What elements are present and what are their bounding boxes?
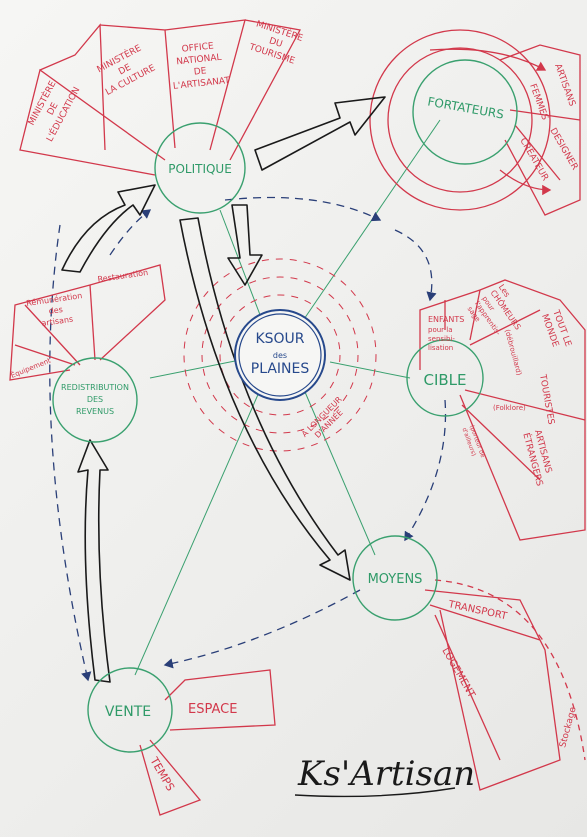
moyens-segment-stockage: Stockage (558, 706, 579, 749)
center-circle (234, 309, 326, 401)
cible-segment-folklore: (Folklore) (493, 404, 526, 412)
politique-label: POLITIQUE (168, 162, 232, 176)
cible-segment-porteurs: (porteur de d'ailleurs) (460, 424, 486, 459)
cible-segment-tout-le-monde: TOUT LE MONDE (539, 308, 573, 349)
segment-line: ENFANTS (428, 315, 464, 324)
segment-line: L'ARTISANAT (173, 76, 231, 92)
fortateurs-segment-artisans: ARTISANS (552, 63, 577, 108)
vente-segment-espace: ESPACE (188, 702, 237, 717)
segment-line: DU (268, 36, 284, 50)
redistribution-circle (52, 357, 138, 443)
center-title-line3: PLAINES (251, 361, 310, 377)
cible-segment-chomeurs: Les CHÔMEURS pour l'apprentis- sage (466, 283, 525, 337)
dashed-flow-arrows (49, 196, 447, 682)
signature-logo: Ks'Artisan (297, 754, 475, 794)
fortateurs-loop-arrow-bottom (499, 169, 552, 196)
center-title-line2: des (273, 351, 287, 360)
vente-fan (139, 669, 276, 816)
cible-segment-enfants: ENFANTS pour la sensibi- lisation (428, 315, 464, 352)
moyens-label: MOYENS (368, 572, 423, 587)
moyens-circle (352, 535, 438, 621)
cible-segment-artisans-etrangers: ARTISANS ÉTRANGERS (520, 429, 553, 488)
vente-segment-temps: TEMPS (147, 754, 177, 793)
segment-line: DE (193, 66, 207, 77)
politique-circle (154, 122, 246, 214)
politique-fan (19, 19, 301, 176)
cible-circle (406, 339, 484, 417)
cible-label: CIBLE (423, 371, 466, 389)
fortateurs-segment-designer: DESIGNER (547, 127, 579, 172)
arrow-politique-to-center (227, 204, 263, 286)
politique-segment-tourisme: MINISTÈRE DU TOURISME (247, 18, 305, 67)
spoke-lines (134, 119, 441, 676)
politique-segment-office: OFFICE NATIONAL DE L'ARTISANAT (173, 41, 231, 92)
arrow-politique-to-fortateurs (254, 96, 386, 171)
redistribution-segment-restauration: Restauration (97, 268, 149, 284)
segment-line: sensibi- (428, 335, 455, 343)
vente-label: VENTE (105, 704, 151, 720)
node-circles (52, 59, 518, 753)
segment-line: artisans (41, 315, 74, 328)
segment-line: pour la (428, 326, 453, 334)
segment-line: des (48, 305, 63, 316)
redistribution-label-line1: REDISTRIBUTION (61, 383, 129, 392)
redistribution-label-line2: DES (87, 395, 103, 404)
arrow-vente-to-redistribution (77, 439, 111, 683)
politique-segment-education: MINISTÈRE DE L'ÉDUCATION (25, 78, 82, 143)
segment-line: NATIONAL (176, 53, 222, 68)
politique-segment-culture: MINISTÈRE DE LA CULTURE (95, 42, 158, 98)
fortateurs-loop-arrow-top (429, 48, 547, 71)
moyens-segment-transport: TRANSPORT (446, 599, 508, 623)
cible-fan (419, 279, 586, 541)
arrow-redistribution-to-politique (61, 184, 156, 273)
redistribution-label-line3: REVENUS (76, 407, 114, 416)
fortateurs-segment-femmes: FEMMES (527, 83, 549, 122)
arrow-politique-to-moyens (179, 217, 351, 581)
signature-underline (294, 787, 456, 798)
vente-circle (87, 667, 173, 753)
cible-segment-touristes: TOURISTES (537, 373, 556, 426)
cible-segment-debrouillard: (débrouillard) (503, 328, 523, 376)
center-title-line1: KSOUR (255, 331, 304, 347)
center-dashed-rings (183, 258, 377, 452)
fortateurs-fan (369, 29, 581, 216)
redistribution-fan (9, 264, 166, 381)
segment-line: lisation (428, 344, 453, 352)
segment-line: OFFICE (181, 41, 214, 54)
black-flow-arrows (61, 96, 386, 683)
fortateurs-circle (412, 59, 518, 165)
redistribution-segment-remuneration: Rémunération des artisans (25, 290, 82, 328)
fortateurs-label: FORTATEURS (426, 94, 504, 121)
moyens-fan (424, 579, 586, 791)
